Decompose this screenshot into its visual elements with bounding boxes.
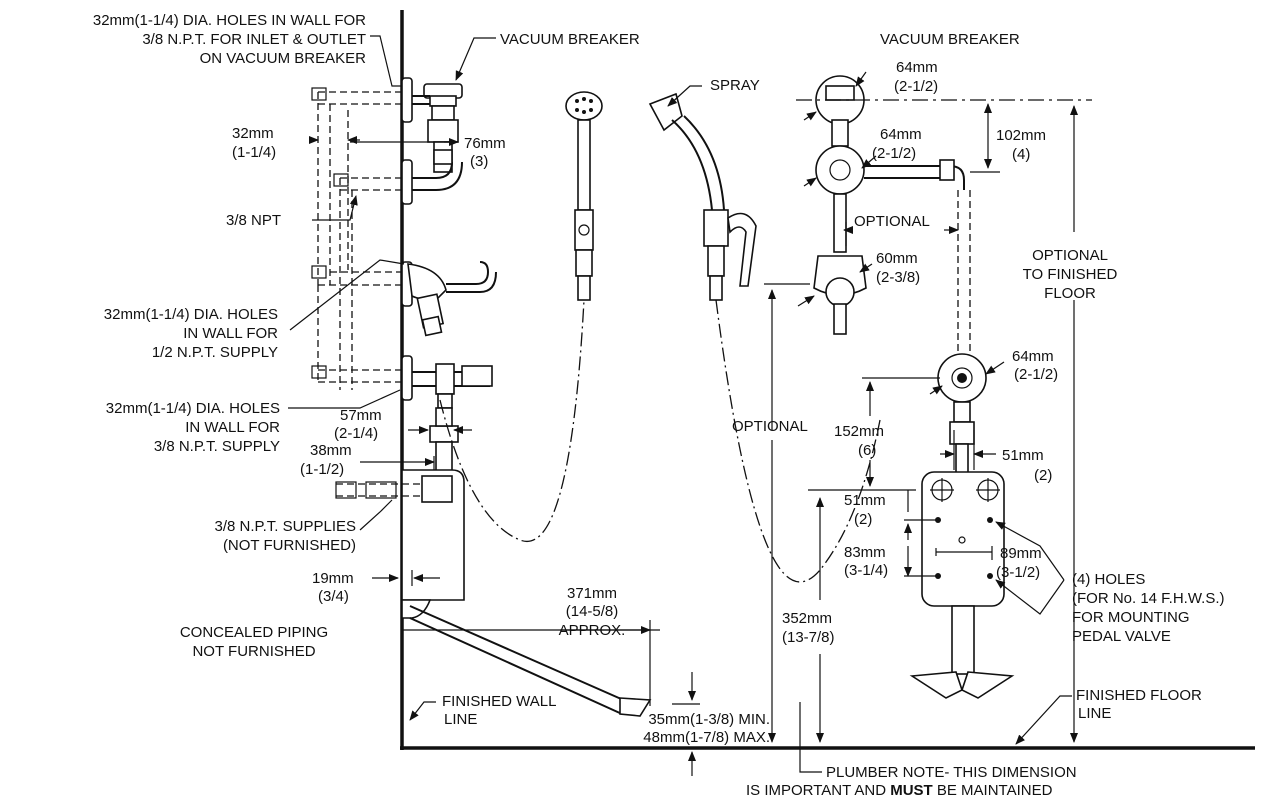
label-npt-38: 3/8 NPT — [226, 212, 281, 229]
label-dim-64mm-c: 64mm — [1012, 348, 1054, 365]
label-holes-top-3: ON VACUUM BREAKER — [200, 50, 367, 67]
label-dim-32mm-in: (1-1/4) — [232, 144, 276, 161]
label-dim-32mm: 32mm — [232, 125, 274, 142]
label-dim-51mm-b-in: (2) — [854, 511, 872, 528]
label-dim-89mm: 89mm — [1000, 545, 1042, 562]
label-dim-19mm-in: (3/4) — [318, 588, 349, 605]
label-dim-51mm-a: 51mm — [1002, 447, 1044, 464]
label-dim-57mm: 57mm — [340, 407, 382, 424]
label-holes-38-2: IN WALL FOR — [185, 419, 280, 436]
label-dim-83mm-in: (3-1/4) — [844, 562, 888, 579]
label-finished-wall-2: LINE — [444, 711, 477, 728]
label-holes-half-2: IN WALL FOR — [183, 325, 278, 342]
label-holes4-2: (FOR No. 14 F.H.W.S.) — [1072, 590, 1225, 607]
label-optional-mid: OPTIONAL — [854, 213, 930, 230]
label-dim-152mm-in: (6) — [858, 442, 876, 459]
label-dim-76mm-in: (3) — [470, 153, 488, 170]
concealed-piping — [311, 87, 402, 390]
shower-head — [565, 91, 603, 301]
label-optional-ff-3: FLOOR — [1044, 285, 1096, 302]
label-optional-ff-2: TO FINISHED — [1023, 266, 1118, 283]
supply-tee — [412, 363, 493, 477]
label-plumber-2: IS IMPORTANT AND MUST BE MAINTAINED — [746, 782, 1053, 798]
label-dim-38mm: 38mm — [310, 442, 352, 459]
label-min: 35mm(1-3/8) MIN. — [648, 711, 770, 728]
label-dim-102mm: 102mm — [996, 127, 1046, 144]
label-holes-top-1: 32mm(1-1/4) DIA. HOLES IN WALL FOR — [93, 12, 366, 29]
label-dim-64mm-a-in: (2-1/2) — [894, 78, 938, 95]
dimension-lines — [288, 35, 1092, 776]
label-plumber-2c: BE MAINTAINED — [933, 782, 1053, 798]
label-dim-57mm-in: (2-1/4) — [334, 425, 378, 442]
label-dim-60mm: 60mm — [876, 250, 918, 267]
labels: 32mm(1-1/4) DIA. HOLES IN WALL FOR 3/8 N… — [93, 12, 1225, 798]
label-dim-64mm-a: 64mm — [896, 59, 938, 76]
valve-middle — [407, 261, 497, 337]
label-supplies-1: 3/8 N.P.T. SUPPLIES — [215, 518, 356, 535]
label-holes-half-1: 32mm(1-1/4) DIA. HOLES — [104, 306, 278, 323]
label-holes4-1: (4) HOLES — [1072, 571, 1145, 588]
label-holes4-4: PEDAL VALVE — [1072, 628, 1171, 645]
label-holes-38-3: 3/8 N.P.T. SUPPLY — [154, 438, 280, 455]
label-dim-352mm: 352mm — [782, 610, 832, 627]
label-optional-left: OPTIONAL — [732, 418, 808, 435]
label-spray: SPRAY — [710, 77, 760, 94]
label-concealed-1: CONCEALED PIPING — [180, 624, 328, 641]
label-dim-64mm-b-in: (2-1/2) — [872, 145, 916, 162]
label-plumber-1: PLUMBER NOTE- THIS DIMENSION — [826, 764, 1077, 781]
label-dim-38mm-in: (1-1/2) — [300, 461, 344, 478]
pedal-plate — [909, 471, 1015, 699]
spray-fixture — [648, 92, 757, 301]
label-dim-102mm-in: (4) — [1012, 146, 1030, 163]
label-dim-64mm-b: 64mm — [880, 126, 922, 143]
label-holes-half-3: 1/2 N.P.T. SUPPLY — [152, 344, 278, 361]
pedal-lever — [401, 599, 652, 717]
label-finished-floor-1: FINISHED FLOOR — [1076, 687, 1202, 704]
label-dim-152mm: 152mm — [834, 423, 884, 440]
label-dim-352mm-in: (13-7/8) — [782, 629, 835, 646]
label-max: 48mm(1-7/8) MAX. — [643, 729, 770, 746]
label-dim-371mm-in: (14-5/8) — [566, 603, 619, 620]
label-finished-wall-1: FINISHED WALL — [442, 693, 556, 710]
label-dim-371mm: 371mm — [567, 585, 617, 602]
label-dim-51mm-a-in: (2) — [1034, 467, 1052, 484]
label-holes-38-1: 32mm(1-1/4) DIA. HOLES — [106, 400, 280, 417]
valve-body — [335, 469, 465, 601]
hose-left — [439, 299, 585, 543]
label-concealed-2: NOT FURNISHED — [192, 643, 315, 660]
label-vacuum-breaker-left: VACUUM BREAKER — [500, 31, 640, 48]
label-dim-83mm: 83mm — [844, 544, 886, 561]
label-plumber-2a: IS IMPORTANT AND — [746, 782, 890, 798]
label-supplies-2: (NOT FURNISHED) — [223, 537, 356, 554]
label-holes-top-2: 3/8 N.P.T. FOR INLET & OUTLET — [142, 31, 366, 48]
right-vacuum-breaker — [813, 75, 971, 390]
label-dim-76mm: 76mm — [464, 135, 506, 152]
vacuum-breaker-left — [412, 83, 463, 191]
label-dim-51mm-b: 51mm — [844, 492, 886, 509]
label-holes4-3: FOR MOUNTING — [1072, 609, 1190, 626]
label-dim-89mm-in: (3-1/2) — [996, 564, 1040, 581]
label-plumber-must: MUST — [890, 782, 933, 798]
label-optional-ff-1: OPTIONAL — [1032, 247, 1108, 264]
label-dim-60mm-in: (2-3/8) — [876, 269, 920, 286]
label-vacuum-breaker-right: VACUUM BREAKER — [880, 31, 1020, 48]
label-finished-floor-2: LINE — [1078, 705, 1111, 722]
hose-right — [715, 299, 881, 583]
label-approx: APPROX. — [559, 622, 626, 639]
label-dim-64mm-c-in: (2-1/2) — [1014, 366, 1058, 383]
label-dim-19mm: 19mm — [312, 570, 354, 587]
right-lower-valve — [937, 353, 987, 475]
